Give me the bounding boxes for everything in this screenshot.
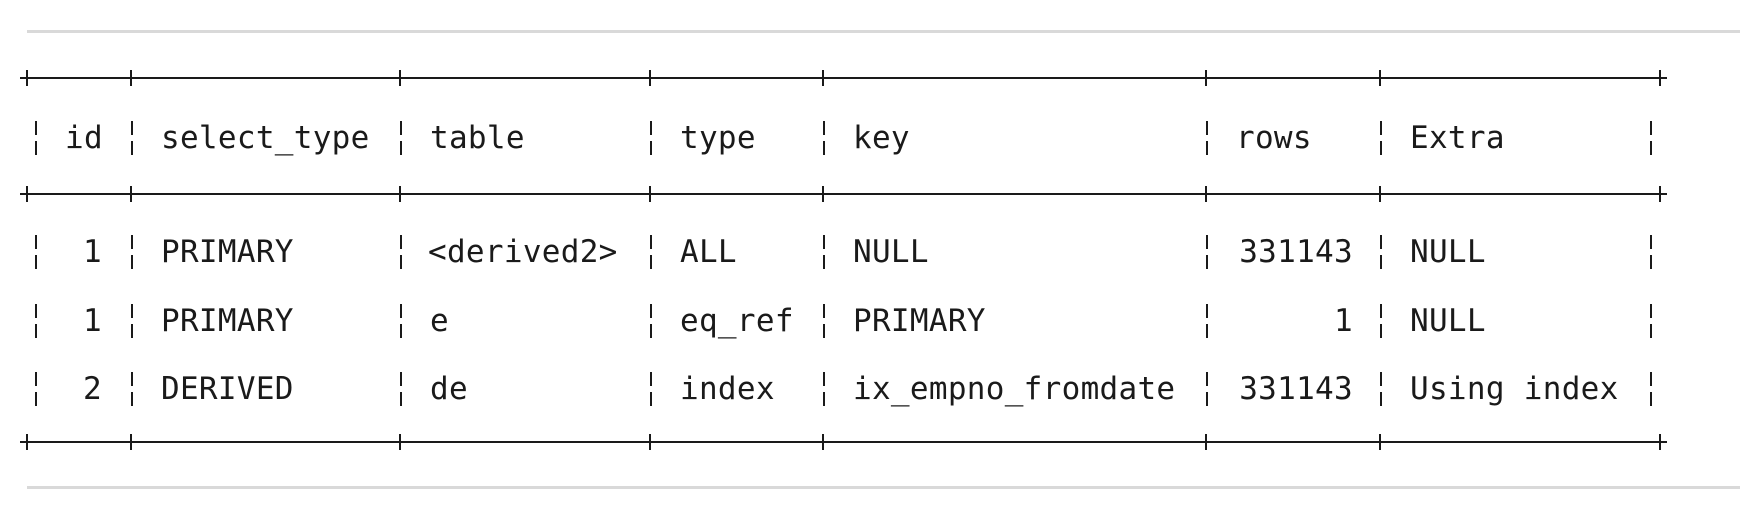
cell-id: 1 <box>83 303 102 339</box>
cell-key: NULL <box>853 234 929 270</box>
table-header-row: id select_type table type key rows Extra <box>0 113 1740 163</box>
table-row: 1 PRIMARY <derived2> ALL NULL 331143 NUL… <box>0 227 1740 277</box>
cell-id: 1 <box>83 234 102 270</box>
cell-key: PRIMARY <box>853 303 986 339</box>
cell-rows: 1 <box>1334 303 1353 339</box>
column-header-rows: rows <box>1236 120 1312 156</box>
table-border-header <box>20 184 1667 204</box>
table-row: 1 PRIMARY e eq_ref PRIMARY 1 NULL <box>0 296 1740 346</box>
cell-type: ALL <box>680 234 737 270</box>
column-header-extra: Extra <box>1410 120 1505 156</box>
cell-rows: 331143 <box>1239 234 1353 270</box>
cell-extra: NULL <box>1410 234 1486 270</box>
column-header-key: key <box>853 120 910 156</box>
bottom-separator <box>27 486 1740 489</box>
column-header-select-type: select_type <box>161 120 370 156</box>
cell-table: e <box>430 303 449 339</box>
cell-type: index <box>680 371 775 407</box>
table-border-top <box>20 68 1667 88</box>
top-separator <box>27 30 1740 33</box>
cell-key: ix_empno_fromdate <box>853 371 1176 407</box>
cell-select-type: PRIMARY <box>161 303 294 339</box>
cell-table: de <box>430 371 468 407</box>
cell-id: 2 <box>83 371 102 407</box>
cell-select-type: PRIMARY <box>161 234 294 270</box>
column-header-table: table <box>430 120 525 156</box>
cell-type: eq_ref <box>680 303 794 339</box>
cell-select-type: DERIVED <box>161 371 294 407</box>
cell-rows: 331143 <box>1239 371 1353 407</box>
table-border-bottom <box>20 432 1667 452</box>
cell-extra: Using index <box>1410 371 1619 407</box>
column-header-id: id <box>65 120 103 156</box>
cell-table: <derived2> <box>428 234 618 270</box>
column-header-type: type <box>680 120 756 156</box>
table-row: 2 DERIVED de index ix_empno_fromdate 331… <box>0 364 1740 414</box>
cell-extra: NULL <box>1410 303 1486 339</box>
